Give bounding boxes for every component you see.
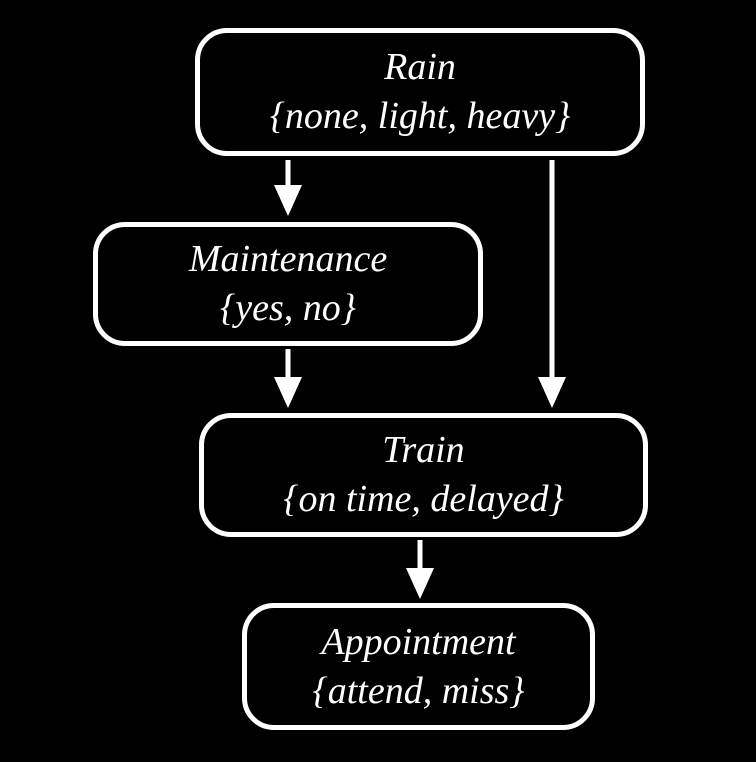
arrowhead-icon xyxy=(538,377,566,408)
arrowhead-icon xyxy=(274,185,302,216)
edge-train-appointment xyxy=(406,540,434,599)
node-train-domain: {on time, delayed} xyxy=(283,478,564,520)
node-maintenance: Maintenance {yes, no} xyxy=(93,222,483,346)
node-rain-domain: {none, light, heavy} xyxy=(269,95,571,137)
edge-maintenance-train xyxy=(274,349,302,408)
node-maintenance-domain: {yes, no} xyxy=(220,287,356,329)
arrowhead-icon xyxy=(406,568,434,599)
node-rain-title: Rain xyxy=(384,46,456,89)
node-appointment-domain: {attend, miss} xyxy=(312,669,525,712)
node-appointment-title: Appointment xyxy=(321,620,516,663)
node-appointment: Appointment {attend, miss} xyxy=(242,603,595,730)
edge-rain-train xyxy=(538,160,566,408)
node-train: Train {on time, delayed} xyxy=(199,413,648,537)
node-rain: Rain {none, light, heavy} xyxy=(195,28,645,156)
node-train-title: Train xyxy=(382,429,465,472)
node-maintenance-title: Maintenance xyxy=(188,238,388,281)
edge-rain-maintenance xyxy=(274,160,302,216)
arrowhead-icon xyxy=(274,377,302,408)
